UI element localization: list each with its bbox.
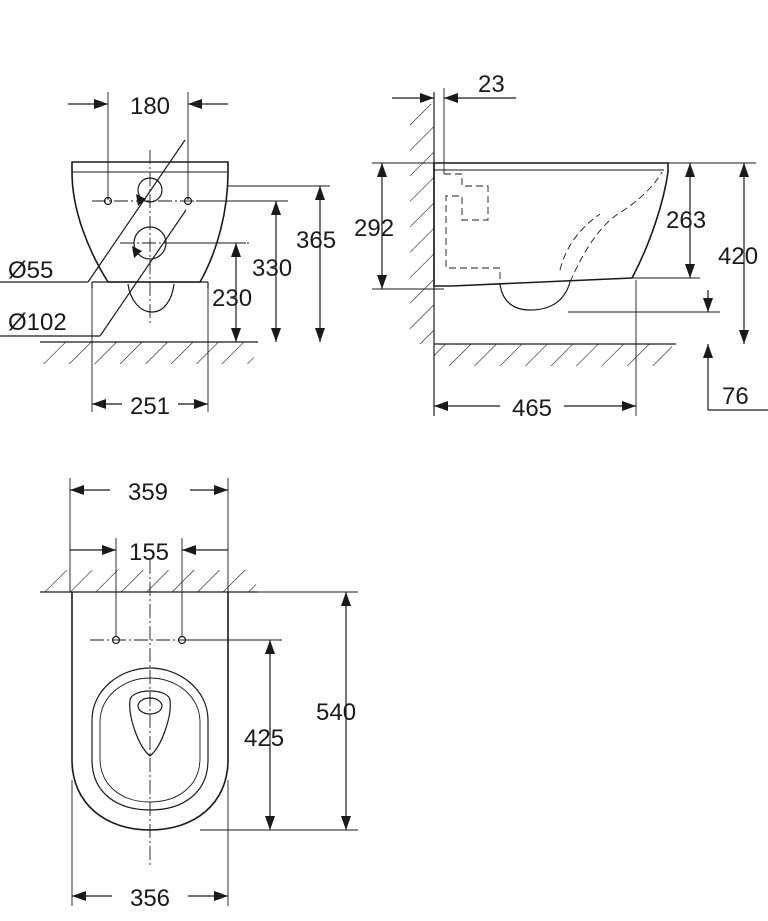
dim-420: 420 — [718, 243, 758, 270]
dim-dia-102: Ø102 — [8, 309, 67, 336]
dim-330: 330 — [252, 255, 292, 282]
side-hidden-inner — [559, 213, 601, 271]
top-bowl-opening — [129, 690, 171, 757]
dim-263: 263 — [666, 207, 706, 234]
dim-356: 356 — [130, 885, 170, 912]
dim-359: 359 — [128, 479, 168, 506]
dim-76: 76 — [722, 383, 749, 410]
dim-23: 23 — [478, 71, 505, 98]
side-hidden-flush — [444, 173, 501, 284]
dim-425: 425 — [244, 725, 284, 752]
side-trap — [499, 281, 571, 311]
front-view: 180 Ø55 Ø102 230 330 365 2 — [0, 92, 336, 420]
dim-dia-55: Ø55 — [8, 257, 53, 284]
side-floor-hatch — [434, 344, 672, 366]
front-floor-hatch — [42, 342, 254, 364]
dim-180: 180 — [130, 93, 170, 120]
side-wall-hatch — [410, 104, 434, 344]
top-view: 359 155 425 540 356 — [40, 478, 358, 912]
dim-251: 251 — [130, 393, 170, 420]
top-wall-hatch — [42, 570, 256, 592]
dim-465: 465 — [512, 395, 552, 422]
side-hidden-channel — [569, 171, 663, 283]
dim-292: 292 — [354, 215, 394, 242]
dim-365: 365 — [296, 227, 336, 254]
top-seat-outline — [91, 667, 209, 811]
side-view: 23 292 263 420 76 465 — [354, 71, 768, 422]
top-seat-inner — [99, 677, 201, 803]
dim-155: 155 — [129, 539, 169, 566]
side-bowl-outline — [433, 162, 669, 287]
dim-230: 230 — [212, 285, 252, 312]
front-trap — [127, 283, 175, 313]
dim-540: 540 — [316, 699, 356, 726]
